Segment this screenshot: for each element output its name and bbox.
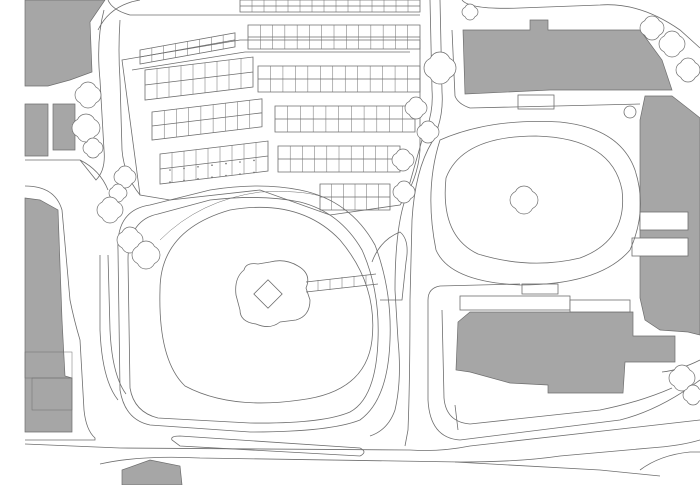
parking-row-outline: [274, 105, 416, 133]
parking-row: [151, 98, 263, 141]
road-south-bus-bay: [171, 435, 365, 457]
parking-row: [319, 183, 391, 211]
parking-stall-marker: [211, 176, 213, 178]
park-east-connector: [371, 231, 408, 301]
west-building-divider-b: [31, 377, 73, 411]
road-west-edge-inner: [79, 0, 141, 181]
road-south-edge: [24, 419, 700, 451]
parking-row-outline: [239, 0, 421, 13]
tree-canopy: [675, 57, 700, 83]
parking-row: [144, 56, 254, 101]
parking-stall-marker: [253, 171, 255, 174]
park-outer-boundary: [117, 185, 391, 433]
tree-canopy: [391, 148, 415, 172]
tree-canopy: [96, 196, 124, 224]
road-south-edge-2: [99, 439, 700, 465]
annex-north-a: [517, 94, 555, 110]
parking-lot-boundary-inner: [131, 51, 410, 71]
buildings: [24, 0, 700, 485]
parking-stall-marker: [169, 181, 171, 183]
parking-row: [239, 0, 421, 13]
park-lawn-oval: [159, 206, 374, 404]
parking-stall-marker: [169, 169, 171, 171]
building-west-small-a: [24, 103, 49, 157]
east-oval-field: [430, 120, 641, 286]
park-pavilion-arc: [159, 191, 321, 241]
tree-canopy: [113, 165, 137, 189]
parking-row: [277, 145, 401, 173]
tree-canopy: [423, 51, 457, 85]
tree-canopy: [392, 180, 416, 204]
central-drive-east: [404, 0, 443, 447]
parking-row: [139, 32, 236, 65]
park-inner-boundary: [127, 197, 379, 424]
annex-east-b: [631, 237, 689, 257]
parking-stall-marker: [253, 159, 255, 162]
building-south-fragment: [121, 459, 183, 485]
building-west-long: [24, 197, 73, 433]
annex-round: [623, 105, 637, 119]
parking-stall-marker: [225, 162, 227, 165]
tree-canopy: [461, 3, 479, 21]
road-southeast-curve: [639, 451, 700, 471]
parking-stall-marker: [225, 174, 227, 177]
parking-stalls: [139, 0, 421, 211]
parking-stall-marker: [197, 178, 199, 180]
parking-stall-marker: [211, 164, 213, 166]
annex-south-a: [521, 283, 559, 295]
parking-row: [159, 140, 269, 185]
parking-stall-marker: [239, 161, 241, 163]
tree-canopy: [416, 120, 440, 144]
parking-stall-marker: [197, 166, 199, 168]
tree-canopy: [509, 185, 539, 215]
building-northwest: [24, 0, 106, 87]
parking-stall-marker: [183, 167, 185, 170]
parking-row: [257, 65, 421, 93]
annex-east-a: [639, 211, 689, 231]
tree-canopy: [131, 240, 161, 270]
parking-row-outline: [257, 65, 421, 93]
parking-stall-marker: [183, 179, 185, 182]
oval-outer-track: [430, 120, 641, 286]
road-south-lane: [454, 461, 661, 477]
building-annexes: [24, 94, 689, 411]
oval-inner-field: [444, 135, 624, 264]
east-drive-edge: [451, 29, 641, 109]
boardwalk-planks: [317, 275, 367, 291]
annex-south-b: [459, 295, 571, 311]
kiosk-outline: [235, 260, 311, 327]
annex-south-c: [569, 299, 631, 313]
tree-canopy: [682, 384, 700, 406]
trees: [71, 3, 700, 406]
tree-canopy: [74, 81, 102, 109]
park-west-path: [99, 254, 127, 401]
tree-canopy: [639, 15, 665, 41]
kiosk-core: [253, 279, 283, 309]
parking-stall-marker: [239, 173, 241, 175]
tree-canopy: [658, 30, 686, 58]
east-drive-south-inner: [441, 309, 673, 425]
tree-canopy: [82, 137, 104, 159]
building-southeast: [455, 311, 676, 394]
building-west-small-b: [52, 103, 76, 151]
east-drive-south: [427, 283, 700, 441]
parking-row: [274, 105, 416, 133]
central-park: [99, 185, 408, 433]
parking-row: [247, 24, 421, 50]
tree-canopy: [404, 96, 428, 120]
